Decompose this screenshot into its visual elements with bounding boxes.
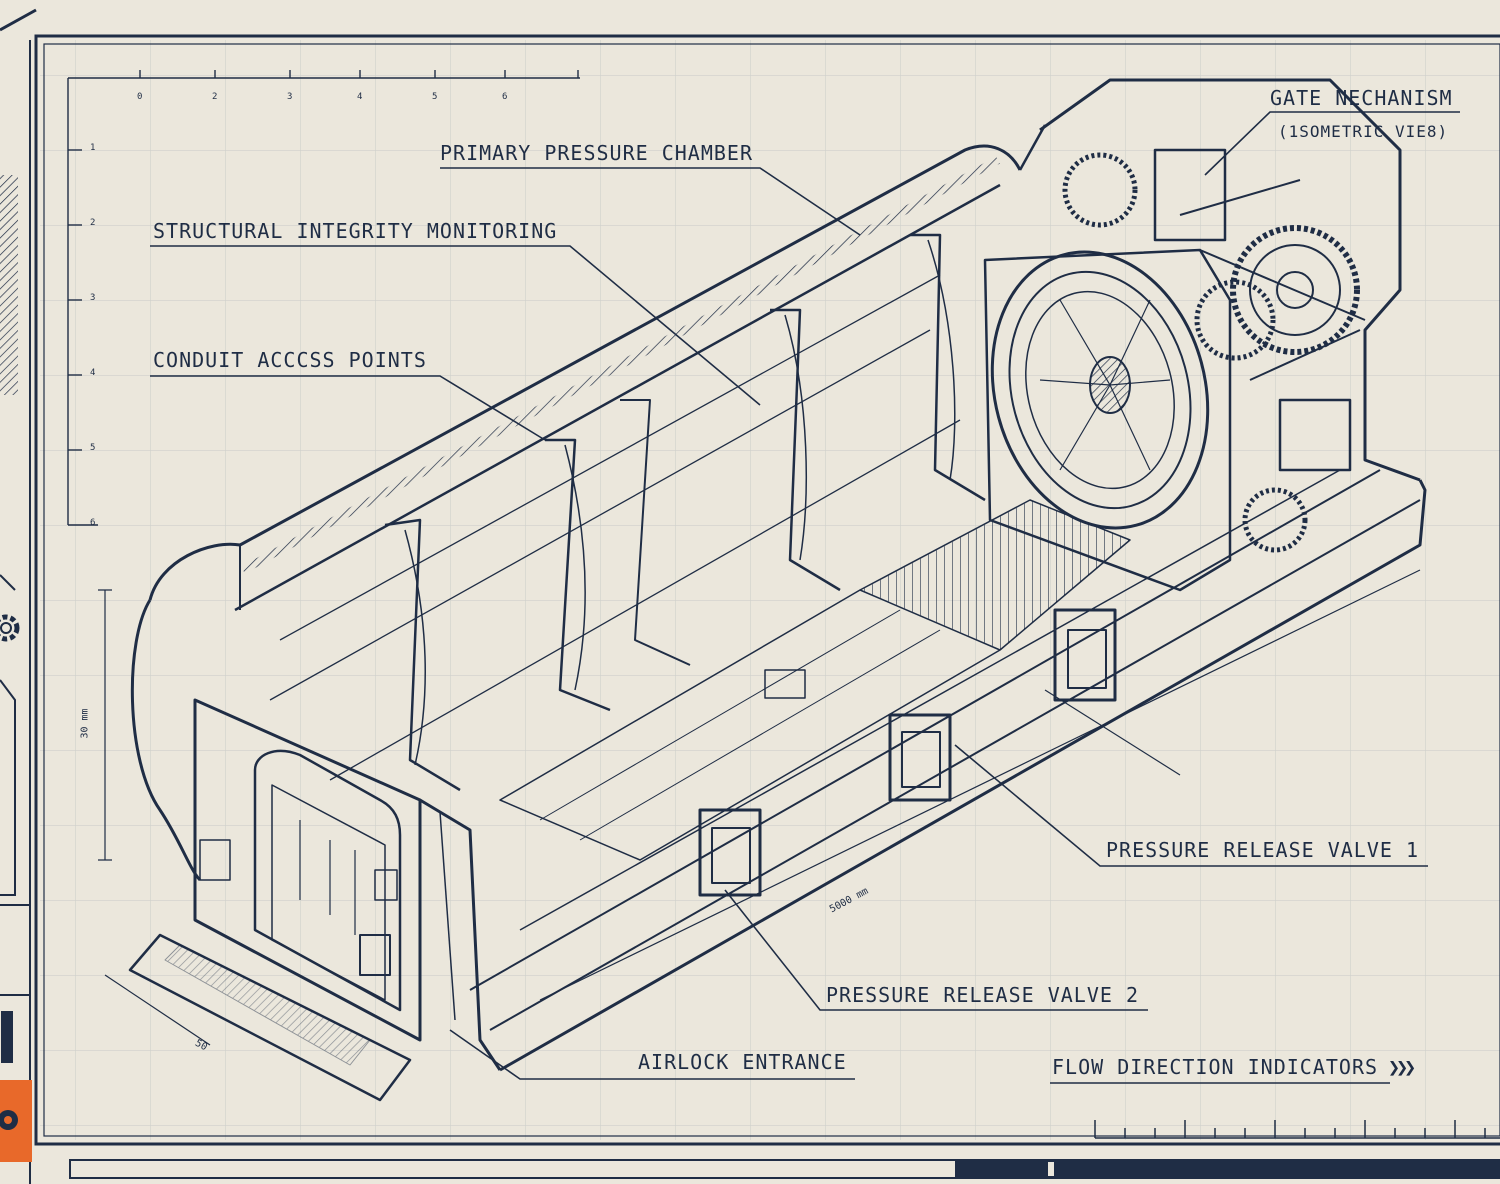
label-primary-pressure-chamber: PRIMARY PRESSURE CHAMBER <box>440 141 753 165</box>
gear-assembly <box>1062 148 1366 553</box>
label-airlock-entrance: AIRLOCK ENTRANCE <box>638 1050 847 1074</box>
label-isometric-view: (1SOMETRIC VIE8) <box>1278 122 1449 141</box>
ruler-top-tick: 6 <box>502 92 508 102</box>
grid-background <box>40 40 1500 1140</box>
top-ruler <box>67 70 580 526</box>
ruler-left-tick: 6 <box>90 518 96 528</box>
label-valve-2: PRESSURE RELEASE VALVE 2 <box>826 983 1139 1007</box>
ruler-left-tick: 2 <box>90 218 96 228</box>
ruler-left-tick: 4 <box>90 368 96 378</box>
label-valve-1: PRESSURE RELEASE VALVE 1 <box>1106 838 1419 862</box>
leader-lines <box>150 111 1460 1084</box>
height-dimension-label: 30 mm <box>79 708 91 739</box>
valve-2-body <box>698 808 762 897</box>
frame <box>0 8 1500 1146</box>
ruler-left-tick: 1 <box>90 143 96 153</box>
pressure-chamber-drawing <box>98 78 1427 1102</box>
label-gate-mechanism: GATE NECHANISM <box>1270 86 1453 110</box>
valve-1-body <box>1053 608 1117 702</box>
bottom-status-bar <box>69 1159 1500 1179</box>
ruler-top-tick: 5 <box>432 92 438 102</box>
ruler-top-tick: 3 <box>287 92 293 102</box>
flow-arrows-icon: ❯❯❯ <box>1388 1055 1416 1079</box>
bottom-scale <box>1094 1120 1500 1139</box>
gear-icon <box>0 614 20 642</box>
label-structural-integrity: STRUCTURAL INTEGRITY MONITORING <box>153 219 558 243</box>
ruler-top-tick: 4 <box>357 92 363 102</box>
label-flow-direction: FLOW DIRECTION INDICATORS ❯❯❯ <box>1052 1055 1416 1079</box>
warning-icon <box>0 1080 32 1162</box>
ruler-top-tick: 2 <box>212 92 218 102</box>
ruler-left-tick: 3 <box>90 293 96 303</box>
ruler-top-tick: 0 <box>137 92 143 102</box>
flow-direction-text: FLOW DIRECTION INDICATORS <box>1052 1055 1379 1079</box>
label-conduit-access: CONDUIT ACCCSS POINTS <box>153 348 427 372</box>
left-sidebar <box>0 40 31 1184</box>
ruler-left-tick: 5 <box>90 443 96 453</box>
valve-mid-body <box>888 713 952 802</box>
